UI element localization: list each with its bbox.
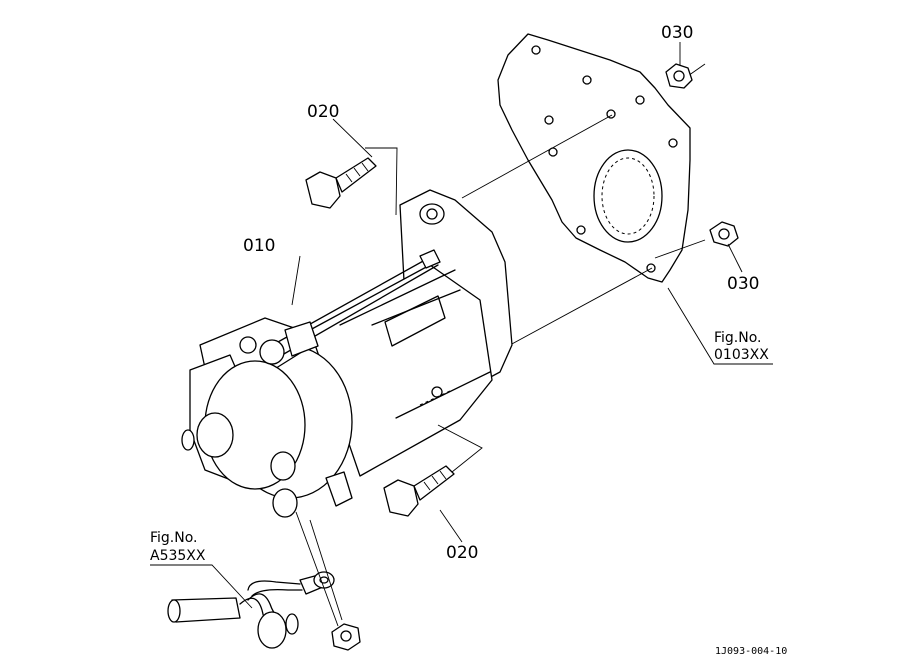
plate-ref-label: Fig.No. [714,330,762,346]
callout-bolt-upper: 020 [307,102,339,122]
hex-bolt-icon [383,465,455,517]
callout-nut-lower: 030 [727,274,759,294]
callout-nut-upper: 030 [661,23,693,43]
wire-ref-label: Fig.No. [150,530,198,546]
hex-nut-icon [665,63,693,89]
wire-harness-icon [167,571,361,651]
callout-starter: 010 [243,236,275,256]
plate-ref-number: 0103XX [714,347,769,363]
hex-nut-icon [709,221,739,247]
hex-bolt-icon [305,157,377,209]
mounting-plate-icon [497,33,691,283]
drawing-code: 1J093-004-10 [715,646,787,657]
wire-ref-number: A535XX [150,548,206,564]
starter-motor-icon [181,189,513,518]
callout-bolt-lower: 020 [446,543,478,563]
